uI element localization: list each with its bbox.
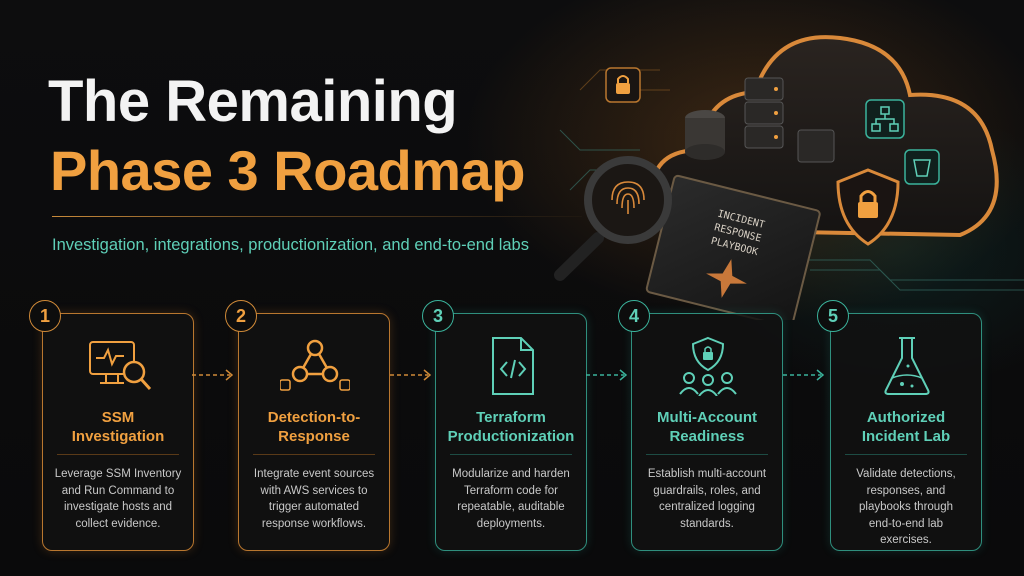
lock-icon (605, 67, 641, 103)
fingerprint-magnifier-icon (554, 156, 672, 281)
step-number: 4 (618, 300, 650, 332)
server-icon (685, 77, 835, 163)
step-title: Detection-to-Response (267, 409, 361, 445)
step-card-2: 2 Detection-to-Response Integrate event … (225, 300, 390, 551)
shield-users-icon (679, 336, 737, 396)
arrow-connector (192, 369, 234, 381)
step-number: 5 (817, 300, 849, 332)
step-description: Validate detections,responses, and playb… (856, 468, 956, 546)
step-number: 1 (29, 300, 61, 332)
step-number: 2 (225, 300, 257, 332)
monitor-magnifier-icon (89, 341, 152, 391)
playbook-book: INCIDENT RESPONSE PLAYBOOK (645, 174, 821, 320)
arrow-connector (390, 369, 432, 381)
flask-icon (884, 337, 930, 395)
webhook-icon (280, 339, 350, 391)
network-icon (865, 99, 905, 139)
subtitle: Investigation, integrations, productioni… (52, 236, 529, 254)
card-separator (57, 454, 179, 455)
card-separator (845, 454, 967, 455)
card-separator (450, 454, 572, 455)
title-line-1: The Remaining (48, 69, 458, 134)
card-separator (253, 454, 375, 455)
shield-lock-icon (836, 168, 900, 246)
code-file-icon (492, 337, 534, 395)
arrow-connector (586, 369, 628, 381)
title-line-2: Phase 3 Roadmap (50, 139, 525, 202)
bucket-icon (904, 149, 940, 185)
arrow-connector (783, 369, 825, 381)
card-separator (646, 454, 768, 455)
hero-illustration: INCIDENT RESPONSE PLAYBOOK (554, 35, 1024, 320)
title-divider (52, 216, 582, 217)
step-number: 3 (422, 300, 454, 332)
